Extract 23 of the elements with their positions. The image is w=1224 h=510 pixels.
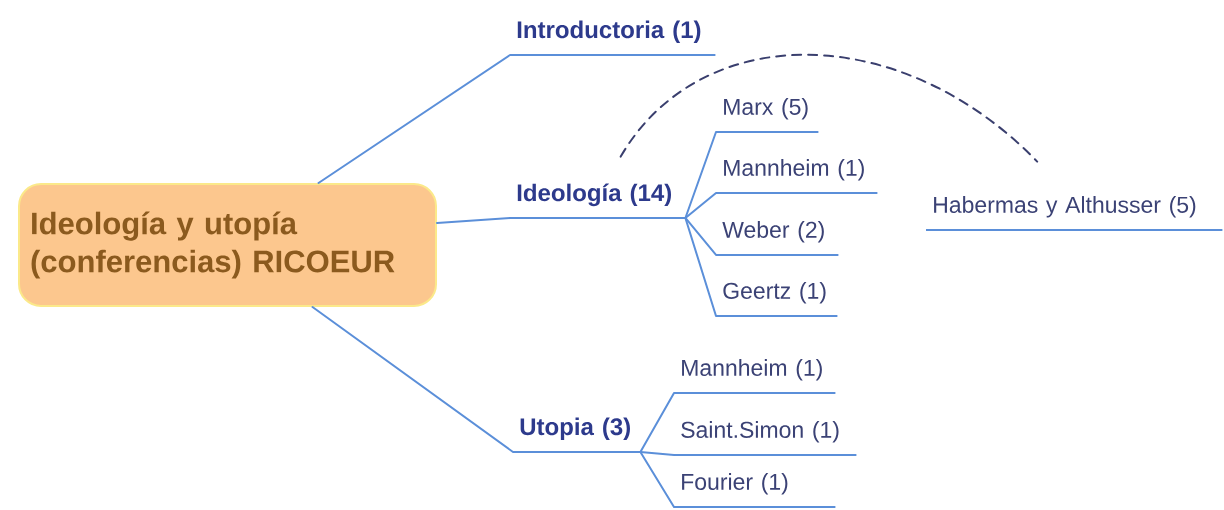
branch-line — [639, 392, 675, 453]
topic-label: Utopia (3) — [512, 417, 642, 453]
subtopic-label: Habermas y Althusser (5) — [925, 196, 1224, 231]
subtopic-label: Fourier (1) — [673, 473, 837, 508]
subtopic-label: Saint.Simon (1) — [673, 421, 858, 456]
subtopic-label: Marx (5) — [715, 98, 820, 133]
branch-line — [684, 131, 717, 219]
branch-line — [684, 217, 717, 317]
branch-line — [639, 451, 675, 456]
topic-label: Ideología (14) — [509, 183, 687, 219]
subtopic-label: Geertz (1) — [715, 282, 839, 317]
branch-line — [684, 217, 717, 256]
branch-line — [639, 451, 675, 508]
dashed-connector — [619, 53, 1039, 163]
topic-label: Introductoria (1) — [509, 20, 717, 56]
subtopic-label: Mannheim (1) — [715, 159, 879, 194]
subtopic-label: Weber (2) — [715, 221, 840, 256]
topic-box: Ideología y utopía (conferencias) RICOEUR — [18, 183, 437, 307]
branch-line — [684, 192, 717, 219]
subtopic-label: Mannheim (1) — [673, 359, 837, 394]
branch-line — [317, 54, 511, 184]
branch-line — [436, 217, 511, 224]
branch-line — [311, 306, 514, 453]
